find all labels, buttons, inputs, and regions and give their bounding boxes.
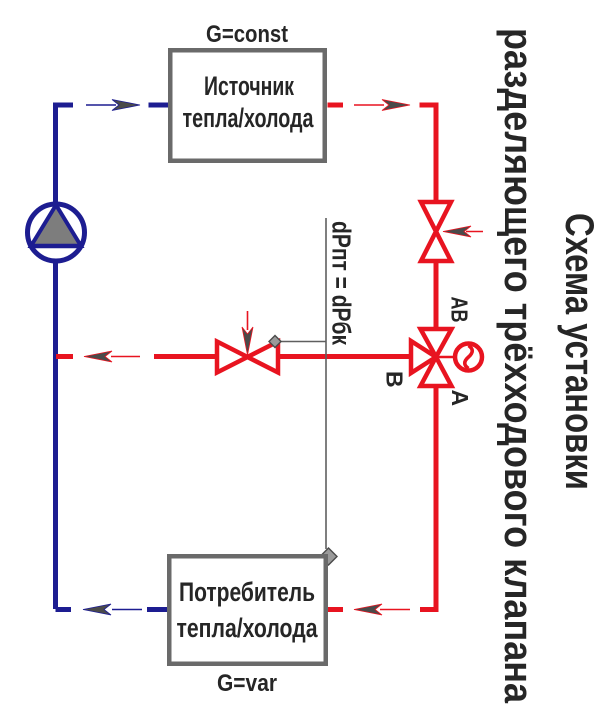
svg-text:тепла/холода: тепла/холода xyxy=(183,103,315,133)
svg-text:Потребитель: Потребитель xyxy=(179,577,315,607)
svg-text:разделяющего трёхходового клап: разделяющего трёхходового клапана xyxy=(496,28,540,704)
svg-text:А: А xyxy=(447,390,473,407)
svg-text:Источник: Источник xyxy=(204,71,294,101)
svg-text:G=var: G=var xyxy=(217,670,277,697)
svg-text:тепла/холода: тепла/холода xyxy=(177,613,319,643)
svg-text:АВ: АВ xyxy=(447,297,473,323)
svg-text:dPпт = dPбк: dPпт = dPбк xyxy=(327,221,357,346)
svg-text:Схема установки: Схема установки xyxy=(557,213,601,490)
svg-text:В: В xyxy=(382,371,408,388)
svg-text:G=const: G=const xyxy=(206,21,288,48)
